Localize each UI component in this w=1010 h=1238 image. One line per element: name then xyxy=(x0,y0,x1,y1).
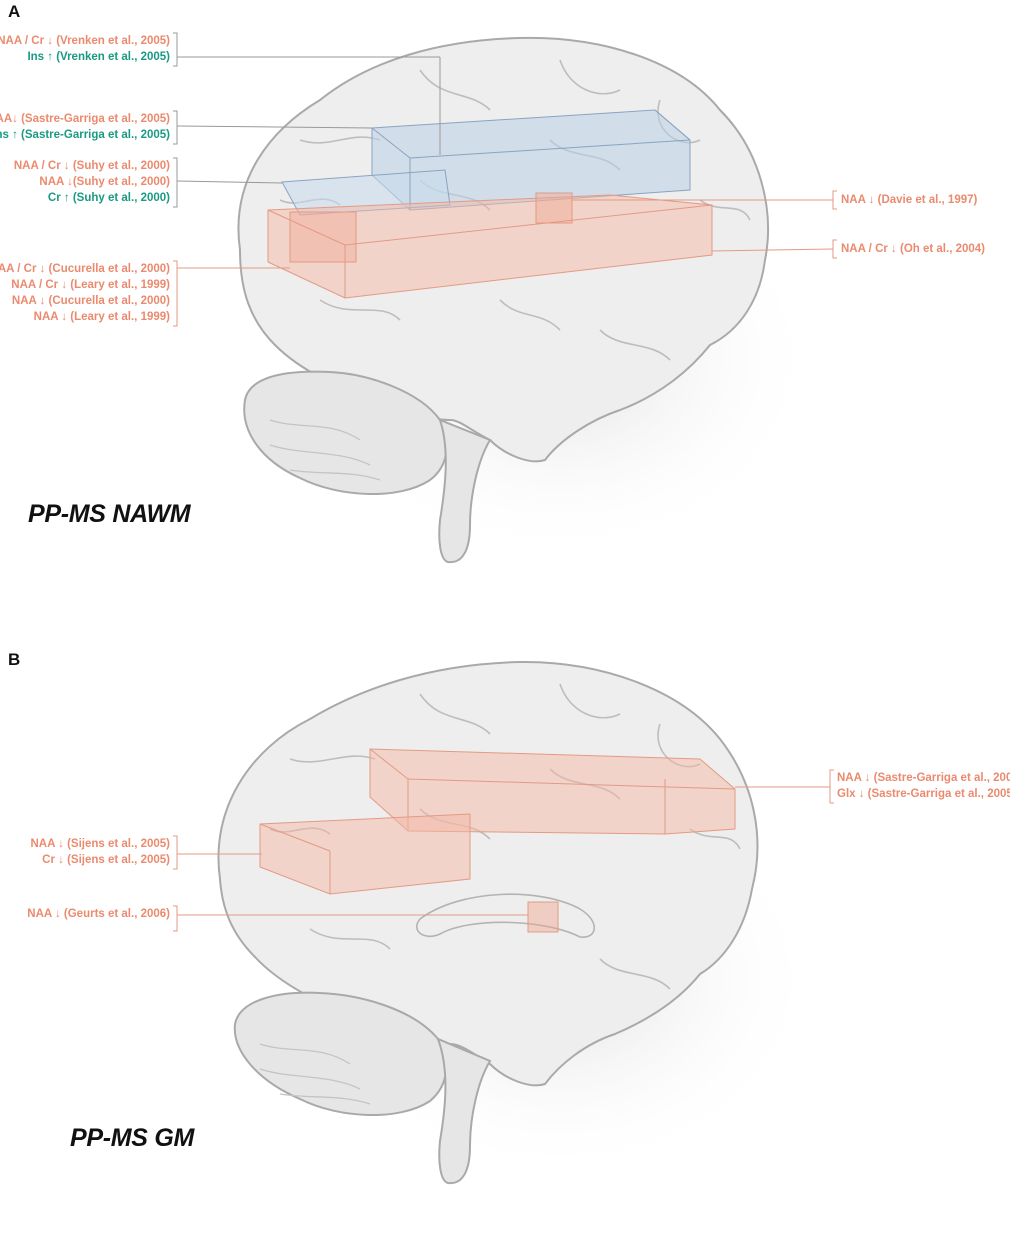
finding-label: NAA / Cr ↓ (Leary et al., 1999) xyxy=(11,279,170,291)
panel-letter: B xyxy=(8,650,21,669)
label-group-cucurella-leary: NAA / Cr ↓ (Cucurella et al., 2000) NAA … xyxy=(0,261,170,325)
voi-orange-box xyxy=(267,192,713,299)
brain-illustration xyxy=(173,660,834,1185)
finding-label: Ins ↑ (Vrenken et al., 2005) xyxy=(27,51,170,63)
finding-label: NAA ↓ (Sastre-Garriga et al., 2005) xyxy=(837,772,1010,784)
label-group-sastre-garriga: NAA↓ (Sastre-Garriga et al., 2005) Ins ↑… xyxy=(0,111,170,143)
finding-label: NAA ↓ (Geurts et al., 2006) xyxy=(27,908,170,920)
finding-label-oh: NAA / Cr ↓ (Oh et al., 2004) xyxy=(841,243,985,255)
finding-label: Cr ↓ (Sijens et al., 2005) xyxy=(42,854,170,866)
finding-label: NAA ↓ (Sijens et al., 2005) xyxy=(30,838,170,850)
finding-label: NAA↓ (Sastre-Garriga et al., 2005) xyxy=(0,113,170,125)
finding-label: NAA ↓ (Cucurella et al., 2000) xyxy=(11,295,170,307)
finding-label-davie: NAA ↓ (Davie et al., 1997) xyxy=(841,194,978,206)
label-group-sijens: NAA ↓ (Sijens et al., 2005) Cr ↓ (Sijens… xyxy=(30,836,170,868)
leader-lines-right xyxy=(572,190,837,259)
panel-a: A xyxy=(0,2,985,564)
panel-title: PP-MS GM xyxy=(70,1124,194,1152)
finding-label: Cr ↑ (Suhy et al., 2000) xyxy=(47,192,170,204)
finding-label: Ins ↑ (Sastre-Garriga et al., 2005) xyxy=(0,129,170,141)
leader-lines-left xyxy=(173,835,528,932)
brain-illustration xyxy=(173,32,837,564)
finding-label: NAA / Cr ↓ (Vrenken et al., 2005) xyxy=(0,35,170,47)
label-group-vrenken: NAA / Cr ↓ (Vrenken et al., 2005) Ins ↑ … xyxy=(0,33,170,65)
finding-label: NAA / Cr ↓ (Cucurella et al., 2000) xyxy=(0,263,170,275)
panel-letter: A xyxy=(8,2,21,21)
voi-orange-boxes xyxy=(259,748,736,933)
label-group-sastre-garriga: NAA ↓ (Sastre-Garriga et al., 2005) Glx … xyxy=(837,770,1010,802)
label-group-geurts: NAA ↓ (Geurts et al., 2006) xyxy=(27,906,170,922)
panel-b: B xyxy=(0,619,1010,1238)
finding-label: Glx ↓ (Sastre-Garriga et al., 2005) xyxy=(837,788,1010,800)
panel-title: PP-MS NAWM xyxy=(28,500,191,528)
finding-label: NAA ↓(Suhy et al., 2000) xyxy=(39,176,170,188)
finding-label: NAA / Cr ↓ (Suhy et al., 2000) xyxy=(13,160,170,172)
label-group-suhy: NAA / Cr ↓ (Suhy et al., 2000) NAA ↓(Suh… xyxy=(14,158,170,206)
leader-lines-left xyxy=(173,32,441,327)
finding-label: NAA ↓ (Leary et al., 1999) xyxy=(33,311,170,323)
leader-lines-right xyxy=(735,769,834,804)
